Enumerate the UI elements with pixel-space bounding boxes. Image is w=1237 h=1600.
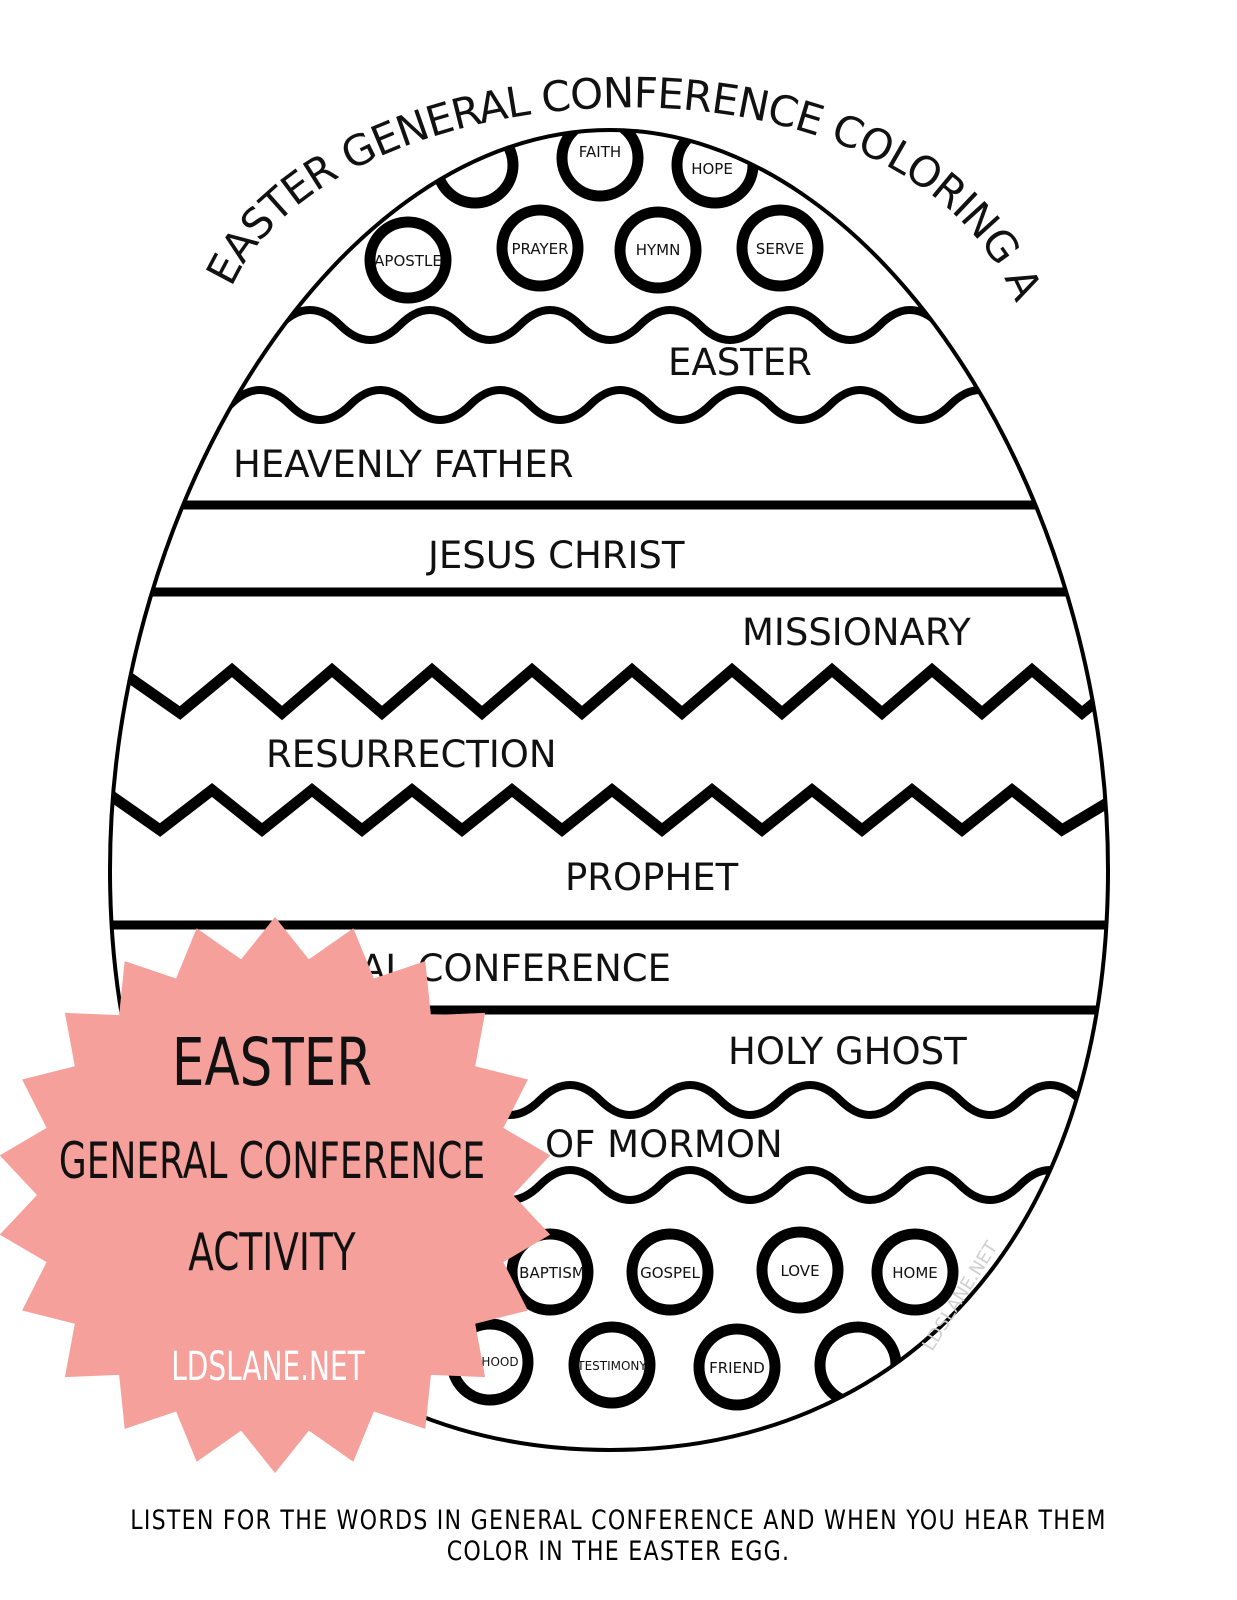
- word-book-of-mormon: OF MORMON: [545, 1123, 783, 1166]
- circle-dot: [568, 1321, 656, 1409]
- wavy-divider: [417, 1166, 1083, 1204]
- word-missionary: MISSIONARY: [742, 611, 971, 654]
- promo-badge: EASTER GENERAL CONFERENCE ACTIVITY LDSLA…: [0, 917, 551, 1473]
- activity-title: EASTER GENERAL CONFERENCE COLORING ACTIV…: [0, 0, 1052, 308]
- badge-line-activity: ACTIVITY: [188, 1222, 356, 1283]
- badge-line-easter: EASTER: [172, 1024, 372, 1101]
- circle-dot: [736, 204, 824, 292]
- circle-dot: [506, 1228, 594, 1316]
- word-serve: SERVE: [756, 240, 804, 258]
- word-heavenly-father: HEAVENLY FATHER: [233, 443, 573, 486]
- word-prophet: PROPHET: [565, 856, 739, 899]
- instructions-footer: LISTEN FOR THE WORDS IN GENERAL CONFEREN…: [130, 1505, 1107, 1567]
- zigzag-divider: [126, 662, 1108, 721]
- word-love: LOVE: [780, 1262, 819, 1280]
- wavy-divider: [417, 1081, 1083, 1119]
- circle-dot: [814, 1321, 902, 1409]
- word-prayer: PRAYER: [511, 240, 568, 258]
- word-hope: HOPE: [691, 160, 733, 178]
- word-gospel: GOSPEL: [640, 1264, 700, 1282]
- top-word-labels: FAITH HOPE APOSTLE PRAYER HYMN SERVE: [374, 143, 804, 270]
- circle-dot: [871, 1228, 959, 1316]
- word-hymn: HYMN: [636, 241, 681, 259]
- word-resurrection: RESURRECTION: [266, 733, 557, 776]
- word-baptism: BAPTISM: [519, 1264, 585, 1282]
- wavy-divider: [227, 386, 1013, 424]
- circle-dot: [496, 204, 584, 292]
- badge-starburst: [0, 917, 551, 1473]
- word-hood: HOOD: [481, 1355, 518, 1369]
- badge-line-general-conference: GENERAL CONFERENCE: [59, 1133, 485, 1190]
- circle-dot: [614, 206, 702, 294]
- word-testimony: TESTIMONY: [576, 1359, 647, 1373]
- circle-dot: [556, 130, 644, 202]
- word-easter: EASTER: [668, 341, 812, 384]
- word-holy-ghost: HOLY GHOST: [728, 1030, 967, 1073]
- word-apostle: APOSTLE: [374, 252, 442, 270]
- wavy-divider: [277, 306, 943, 344]
- egg-pattern: [110, 130, 1108, 1411]
- word-friend: FRIEND: [709, 1359, 765, 1377]
- word-jesus-christ: JESUS CHRIST: [426, 534, 685, 577]
- bottom-word-labels: BAPTISM GOSPEL LOVE HOME HOOD TESTIMONY …: [481, 1262, 937, 1377]
- circle-dot: [693, 1323, 781, 1411]
- circle-dot: [756, 1226, 844, 1314]
- badge-site: LDSLANE.NET: [171, 1344, 365, 1390]
- egg-outline: [107, 127, 1111, 1453]
- word-home: HOME: [892, 1264, 938, 1282]
- circle-dot: [364, 216, 452, 304]
- watermark: LDSLANE.NET: [918, 1237, 1002, 1355]
- zigzag-divider: [110, 782, 1108, 838]
- band-word-labels: EASTER HEAVENLY FATHER JESUS CHRIST MISS…: [233, 341, 971, 1166]
- circle-dot: [626, 1228, 714, 1316]
- word-faith: FAITH: [579, 143, 621, 161]
- bottom-circles: [446, 1226, 959, 1411]
